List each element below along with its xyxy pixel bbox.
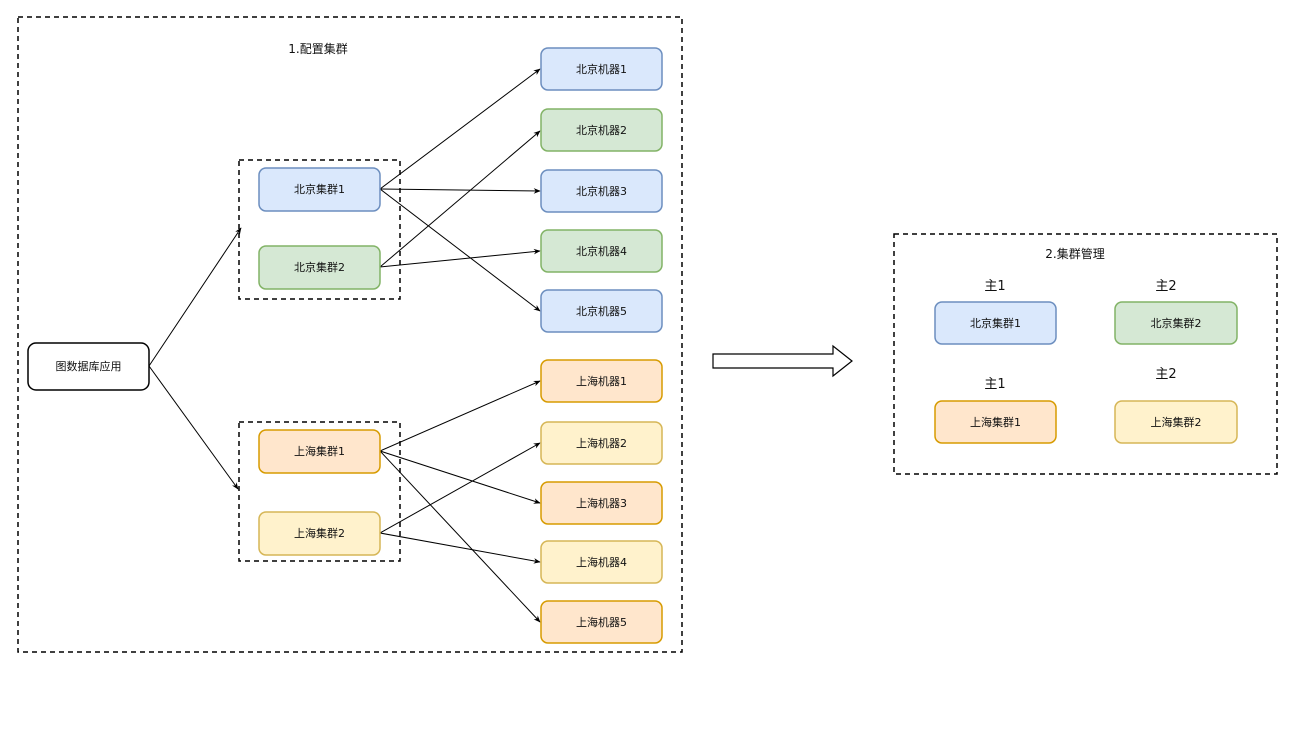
edges xyxy=(148,68,541,623)
machine-label: 北京机器5 xyxy=(576,304,627,318)
role-label: 主1 xyxy=(984,377,1005,392)
config-cluster-title: 1.配置集群 xyxy=(288,41,347,56)
transition-arrow-icon xyxy=(712,344,853,378)
machine-node-bj5: 北京机器5 xyxy=(540,289,663,333)
machine-label: 北京机器4 xyxy=(576,244,627,258)
edge-bj2-m4 xyxy=(379,248,541,268)
cluster-label: 上海集群1 xyxy=(294,444,345,458)
cluster-node-bj1: 北京集群1 xyxy=(258,167,381,212)
edge-bj1-m1 xyxy=(379,68,541,190)
machine-node-bj4: 北京机器4 xyxy=(540,229,663,273)
edge-bj2-m2 xyxy=(379,130,541,268)
machine-label: 上海机器4 xyxy=(576,555,627,569)
cluster-management-title: 2.集群管理 xyxy=(1045,246,1104,261)
cluster-label: 上海集群2 xyxy=(294,526,345,540)
machine-label: 北京机器3 xyxy=(576,184,627,198)
beijing-cluster-group xyxy=(238,159,401,300)
managed-cluster-bj2: 北京集群2 xyxy=(1114,301,1238,345)
role-label: 主2 xyxy=(1155,279,1176,294)
edge-bj1-m5 xyxy=(379,188,541,312)
machine-label: 上海机器1 xyxy=(576,374,627,388)
edge-sh2-m2 xyxy=(379,442,541,534)
cluster-node-sh2: 上海集群2 xyxy=(258,511,381,556)
shanghai-cluster-group xyxy=(238,421,401,562)
cluster-management-frame xyxy=(893,233,1278,475)
role-label: 主1 xyxy=(984,279,1005,294)
edge-sh1-m1 xyxy=(379,380,541,452)
cluster-label: 上海集群1 xyxy=(970,415,1021,429)
cluster-node-bj2: 北京集群2 xyxy=(258,245,381,290)
app-label: 图数据库应用 xyxy=(56,359,122,373)
machine-label: 北京机器2 xyxy=(576,123,627,137)
machine-node-sh4: 上海机器4 xyxy=(540,540,663,584)
machine-label: 上海机器5 xyxy=(576,615,627,629)
machine-node-sh2: 上海机器2 xyxy=(540,421,663,465)
cluster-label: 上海集群2 xyxy=(1151,415,1202,429)
machine-label: 上海机器3 xyxy=(576,496,627,510)
machine-label: 北京机器1 xyxy=(576,62,627,76)
machine-node-sh1: 上海机器1 xyxy=(540,359,663,403)
managed-cluster-sh1: 上海集群1 xyxy=(934,400,1057,444)
managed-cluster-sh2: 上海集群2 xyxy=(1114,400,1238,444)
app-node: 图数据库应用 xyxy=(27,342,150,391)
edge-sh1-m5 xyxy=(379,450,541,623)
cluster-label: 北京集群1 xyxy=(970,316,1021,330)
machine-label: 上海机器2 xyxy=(576,436,627,450)
cluster-label: 北京集群2 xyxy=(294,260,345,274)
managed-cluster-bj1: 北京集群1 xyxy=(934,301,1057,345)
edge-app-bj xyxy=(148,227,242,367)
edge-bj1-m3 xyxy=(379,188,541,194)
machine-node-bj2: 北京机器2 xyxy=(540,108,663,152)
machine-node-bj3: 北京机器3 xyxy=(540,169,663,213)
edge-sh1-m3 xyxy=(379,450,541,504)
role-label: 主2 xyxy=(1155,367,1176,382)
cluster-label: 北京集群2 xyxy=(1151,316,1202,330)
cluster-label: 北京集群1 xyxy=(294,182,345,196)
machine-node-sh5: 上海机器5 xyxy=(540,600,663,644)
cluster-node-sh1: 上海集群1 xyxy=(258,429,381,474)
machine-node-bj1: 北京机器1 xyxy=(540,47,663,91)
config-cluster-frame xyxy=(17,16,683,653)
edge-app-sh xyxy=(148,365,239,490)
machine-node-sh3: 上海机器3 xyxy=(540,481,663,525)
edge-sh2-m4 xyxy=(379,532,541,564)
